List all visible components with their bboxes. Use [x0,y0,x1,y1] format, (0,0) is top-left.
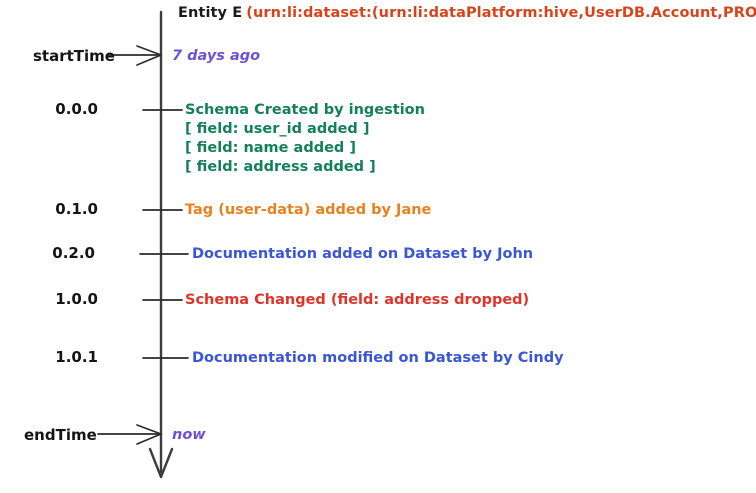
entity-label: Entity E [178,5,243,21]
start-time-label: startTime [33,47,115,65]
diagram-title: Entity E(urn:li:dataset:(urn:li:dataPlat… [178,5,756,21]
event-description-1-0-1: Documentation modified on Dataset by Cin… [192,349,564,368]
start-time-value: 7 days ago [172,48,261,64]
event-description-0-2-0: Documentation added on Dataset by John [192,245,533,264]
end-time-label: endTime [24,426,97,444]
event-description-0-1-0: Tag (user-data) added by Jane [185,201,431,220]
version-label-1-0-0: 1.0.0 [55,290,98,308]
event-line: Schema Changed (field: address dropped) [185,292,530,308]
version-label-1-0-1: 1.0.1 [55,348,98,366]
event-line: [ field: address added ] [185,159,376,175]
version-label-0-2-0: 0.2.0 [52,244,95,262]
event-description-1-0-0: Schema Changed (field: address dropped) [185,291,529,310]
timeline-end-arrowhead [148,447,174,479]
entity-urn: (urn:li:dataset:(urn:li:dataPlatform:hiv… [246,5,756,21]
start-time-arrowhead [136,45,162,66]
event-line: Schema Created by ingestion [185,102,425,118]
end-time-value: now [172,427,206,443]
event-line: Documentation modified on Dataset by Cin… [192,350,564,366]
event-line: Tag (user-data) added by Jane [185,202,432,218]
event-line: Documentation added on Dataset by John [192,246,534,262]
version-label-0-1-0: 0.1.0 [55,200,98,218]
event-line: [ field: name added ] [185,140,356,156]
version-label-0-0-0: 0.0.0 [55,100,98,118]
event-description-0-0-0: Schema Created by ingestion [ field: use… [185,101,425,177]
end-time-arrowhead [136,424,162,445]
event-line: [ field: user_id added ] [185,121,370,137]
